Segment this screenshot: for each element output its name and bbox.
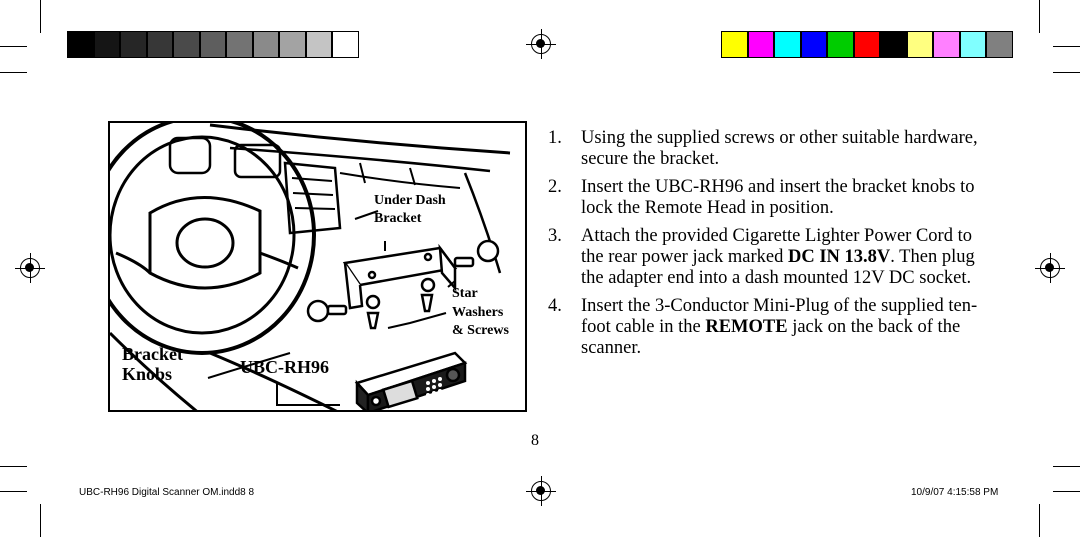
label-screws: & Screws <box>452 323 509 338</box>
step-number: 4. <box>548 296 562 316</box>
label-bracket: Bracket <box>374 211 422 226</box>
label-under-dash: Under Dash <box>374 193 446 208</box>
calibration-swatch <box>226 31 253 58</box>
registration-mark-icon <box>526 476 556 506</box>
registration-mark-icon <box>15 253 45 283</box>
calibration-swatch <box>800 31 827 58</box>
calibration-swatch <box>827 31 854 58</box>
step-bold-text: REMOTE <box>705 317 788 337</box>
step-text: jack on the back of the scanner. <box>581 317 961 358</box>
step-text: . Then plug the adapter end into a dash … <box>581 247 975 288</box>
step-text: Using the supplied screws or other suita… <box>581 128 978 169</box>
calibration-swatch <box>906 31 933 58</box>
calibration-swatch <box>880 31 907 58</box>
step-text: Insert the UBC-RH96 and insert the brack… <box>581 177 975 218</box>
calibration-swatch <box>173 31 200 58</box>
crop-mark <box>0 466 27 467</box>
calibration-swatch <box>252 31 279 58</box>
calibration-swatch <box>721 31 748 58</box>
instruction-list: 1. Using the supplied screws or other su… <box>548 128 978 366</box>
footer-timestamp: 10/9/07 4:15:58 PM <box>911 487 999 498</box>
footer-filename: UBC-RH96 Digital Scanner OM.indd8 8 <box>79 487 255 498</box>
calibration-swatch <box>305 31 332 58</box>
calibration-swatch <box>959 31 986 58</box>
crop-mark <box>1053 466 1080 467</box>
installation-figure: Under Dash Bracket Star Washers & Screws… <box>108 121 527 412</box>
calibration-swatch <box>279 31 306 58</box>
crop-mark <box>40 0 41 33</box>
calibration-swatch <box>747 31 774 58</box>
label-bracket-knobs-line1: Bracket <box>122 344 183 364</box>
crop-mark <box>1053 46 1080 47</box>
crop-mark <box>1053 491 1080 492</box>
dashboard-illustration <box>110 123 511 410</box>
calibration-swatch <box>67 31 94 58</box>
step-number: 1. <box>548 128 562 148</box>
calibration-swatch <box>199 31 226 58</box>
registration-mark-icon <box>1035 253 1065 283</box>
registration-mark-icon <box>526 29 556 59</box>
step-text: Attach the provided Cigarette Lighter Po… <box>581 226 972 267</box>
instruction-step: 1. Using the supplied screws or other su… <box>548 128 978 170</box>
calibration-swatch <box>853 31 880 58</box>
label-star: Star <box>452 286 478 301</box>
step-bold-text: DC IN 13.8V <box>788 247 891 267</box>
step-number: 3. <box>548 226 562 246</box>
label-model: UBC-RH96 <box>240 357 329 377</box>
instruction-step: 3. Attach the provided Cigarette Lighter… <box>548 226 978 289</box>
step-number: 2. <box>548 177 562 197</box>
calibration-swatch <box>93 31 120 58</box>
calibration-swatch <box>933 31 960 58</box>
instruction-step: 4. Insert the 3-Conductor Mini-Plug of t… <box>548 296 978 359</box>
crop-mark <box>0 72 27 73</box>
crop-mark <box>0 46 27 47</box>
crop-mark <box>0 491 27 492</box>
calibration-swatch <box>986 31 1013 58</box>
calibration-swatch <box>774 31 801 58</box>
page-number: 8 <box>531 432 539 449</box>
calibration-swatch <box>332 31 359 58</box>
crop-mark <box>40 504 41 537</box>
step-text: Insert the 3-Conductor Mini-Plug of the … <box>581 296 978 337</box>
crop-mark <box>1039 0 1040 33</box>
instruction-step: 2. Insert the UBC-RH96 and insert the br… <box>548 177 978 219</box>
calibration-swatch <box>146 31 173 58</box>
label-bracket-knobs-line2: Knobs <box>122 364 173 384</box>
crop-mark <box>1053 72 1080 73</box>
calibration-swatch <box>120 31 147 58</box>
crop-mark <box>1039 504 1040 537</box>
label-washers: Washers <box>452 305 504 320</box>
